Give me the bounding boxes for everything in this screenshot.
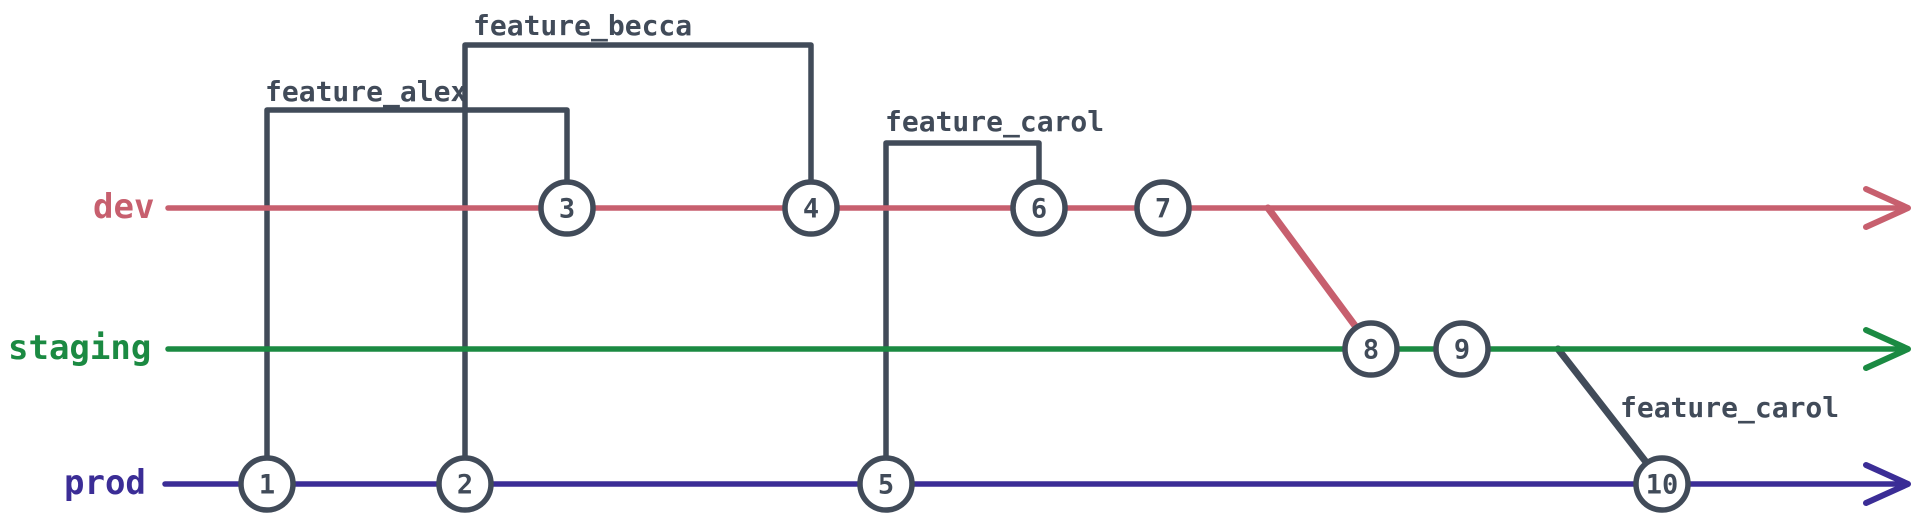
merge-line-staging-to-prod (1554, 345, 1650, 466)
commit-number: 9 (1454, 334, 1470, 365)
feature-label-carol-merge: feature_carol (1620, 391, 1840, 424)
commit-circle (782, 179, 840, 237)
commit-node-8: 8 (1342, 320, 1400, 378)
commit-node-1: 1 (238, 455, 296, 513)
commit-node-7: 7 (1134, 179, 1192, 237)
dev-arrowhead-icon (1863, 186, 1911, 230)
branch-label-prod: prod (64, 463, 146, 503)
commit-number: 7 (1155, 193, 1171, 224)
commit-circle (1010, 179, 1068, 237)
commit-circle (1342, 320, 1400, 378)
commit-node-5: 5 (857, 455, 915, 513)
commit-circle (1433, 320, 1491, 378)
commit-circle (857, 455, 915, 513)
commit-node-9: 9 (1433, 320, 1491, 378)
feature-label-carol: feature_carol (885, 105, 1105, 138)
feature-label-alex: feature_alex (265, 75, 468, 108)
feature-branch-path-feature_alex (264, 107, 570, 462)
prod-arrowhead-icon (1863, 462, 1911, 506)
commit-node-6: 6 (1010, 179, 1068, 237)
branch-label-staging: staging (8, 328, 152, 368)
commit-node-10: 10 (1633, 455, 1691, 513)
commit-number: 8 (1363, 334, 1379, 365)
commit-circle (1633, 455, 1691, 513)
commit-circle (1134, 179, 1192, 237)
commit-number: 1 (259, 469, 275, 500)
merge-line-dev-to-staging (1264, 204, 1360, 331)
feature-branch-path-feature_becca (462, 42, 814, 462)
feature-label-becca: feature_becca (473, 9, 693, 42)
commit-node-2: 2 (436, 455, 494, 513)
commit-circle (238, 455, 296, 513)
commit-node-3: 3 (538, 179, 596, 237)
feature-branch-path-feature_carol (883, 140, 1042, 462)
commit-circle (538, 179, 596, 237)
staging-arrowhead-icon (1863, 327, 1911, 371)
commit-number: 2 (457, 469, 473, 500)
commit-number: 4 (803, 193, 819, 224)
commit-number: 3 (559, 193, 575, 224)
commit-node-4: 4 (782, 179, 840, 237)
commit-number: 5 (878, 469, 894, 500)
commit-number: 6 (1031, 193, 1047, 224)
branch-label-dev: dev (93, 187, 155, 227)
commit-circle (436, 455, 494, 513)
commit-number: 10 (1646, 469, 1679, 500)
